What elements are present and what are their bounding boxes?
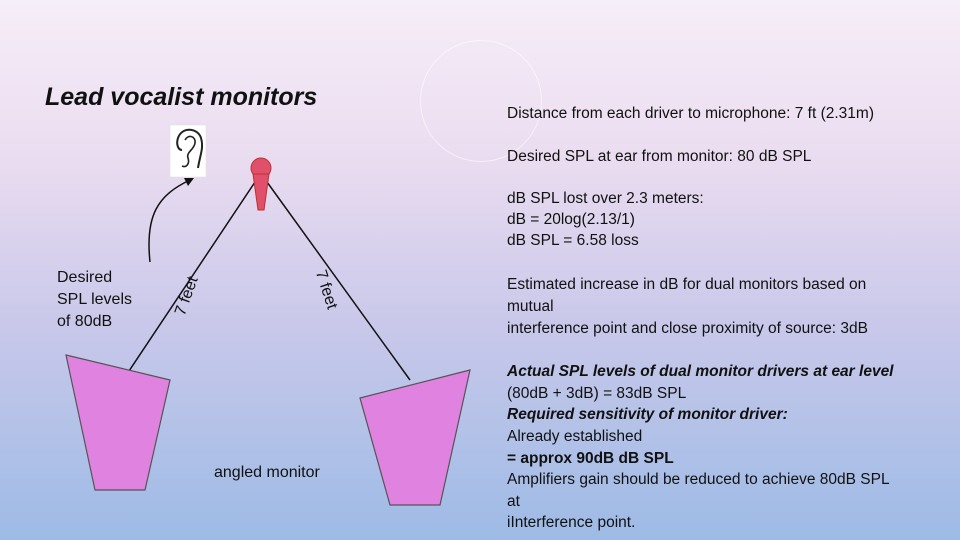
microphone-icon: [250, 157, 272, 211]
amplifier-line-2: at: [507, 493, 520, 510]
desired-label-line-2: SPL levels: [57, 291, 132, 308]
approx-value: = approx 90dB dB SPL: [507, 450, 674, 467]
page-title: Lead vocalist monitors: [45, 83, 318, 111]
spl-lost-line-1: dB SPL lost over 2.3 meters:: [507, 190, 704, 207]
decorative-circle: [420, 40, 542, 162]
right-monitor: [359, 369, 471, 506]
amplifier-line-1: Amplifiers gain should be reduced to ach…: [507, 471, 890, 488]
required-sensitivity-heading: Required sensitivity of monitor driver:: [507, 406, 788, 423]
desired-label-line-1: Desired: [57, 269, 113, 286]
curved-arrow: [148, 179, 191, 263]
amplifier-line-3: iInterference point.: [507, 514, 636, 531]
left-monitor: [65, 354, 171, 491]
actual-spl-heading: Actual SPL levels of dual monitor driver…: [507, 363, 894, 380]
estimate-line-2: mutual: [507, 298, 554, 315]
estimate-line-1: Estimated increase in dB for dual monito…: [507, 276, 867, 293]
desired-label-line-3: of 80dB: [57, 313, 113, 330]
desired-spl-text: Desired SPL at ear from monitor: 80 dB S…: [507, 148, 812, 165]
monitor-label: angled monitor: [214, 464, 320, 481]
distance-text: Distance from each driver to microphone:…: [507, 105, 874, 122]
spl-lost-line-2: dB = 20log(2.13/1): [507, 211, 635, 228]
estimate-line-3: interference point and close proximity o…: [507, 320, 868, 337]
already-established-text: Already established: [507, 428, 643, 445]
spl-lost-line-3: dB SPL = 6.58 loss: [507, 232, 639, 249]
left-sound-line: [122, 181, 256, 381]
actual-spl-value: (80dB + 3dB) = 83dB SPL: [507, 385, 687, 402]
arrow-head: [184, 178, 194, 186]
ear-icon: [169, 124, 207, 178]
right-sound-line: [266, 181, 411, 381]
